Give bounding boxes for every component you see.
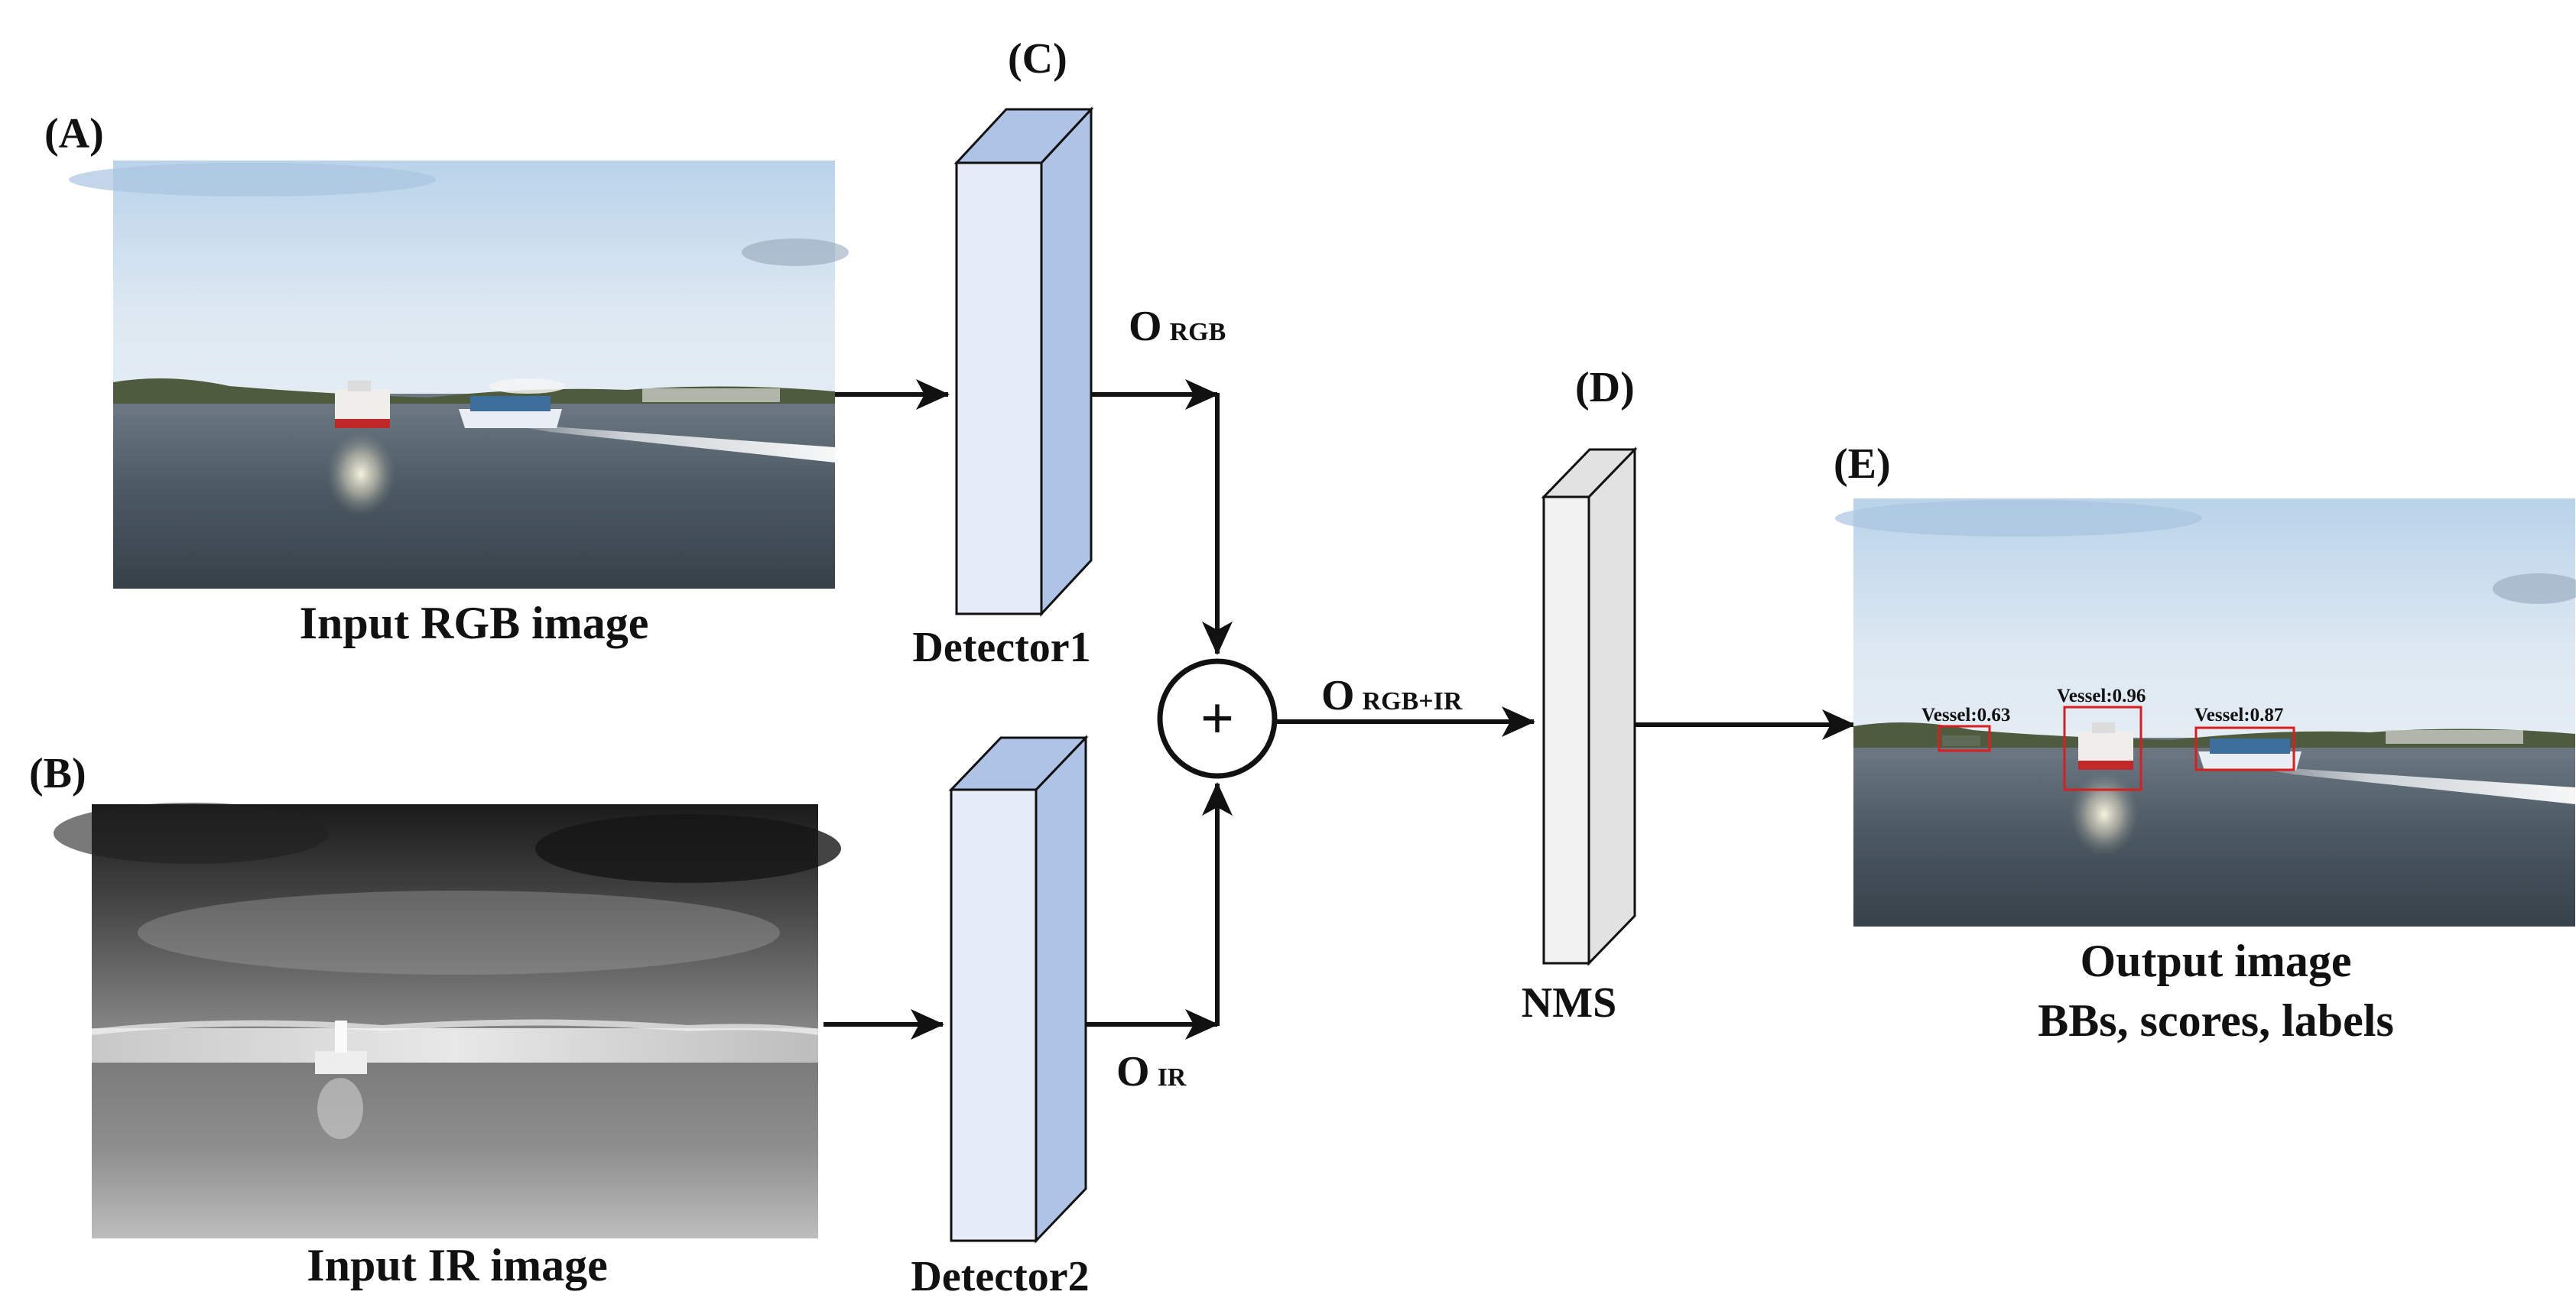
detection-label: Vessel:0.87 [2194,705,2283,725]
white-ship-rgb [459,378,566,428]
detection-label: Vessel:0.96 [2057,686,2146,706]
white-ship-output [2198,738,2302,771]
ir-input-caption: Input IR image [307,1240,607,1290]
fusion-plus-symbol: + [1200,685,1234,751]
detection-label: Vessel:0.63 [1921,705,2010,725]
bounding-box [1938,725,1991,752]
ir-input-image [54,803,841,1238]
detector1-block [953,106,1094,617]
panel-label-e: (E) [1834,440,1891,488]
bounding-box [2194,726,2295,771]
output-image: Vessel:0.63 Vessel:0.96 Vessel:0.87 [1835,498,2576,927]
bounding-box [2063,706,2142,791]
rgb-input-caption: Input RGB image [300,598,649,648]
panel-label-b: (B) [29,750,86,797]
detector1-label: Detector1 [912,624,1090,671]
detector2-block [948,735,1089,1244]
nms-block [1541,446,1638,966]
detector2-label: Detector2 [911,1253,1089,1300]
red-ship-rgb [335,381,390,428]
red-ship-output [2078,722,2133,770]
ship-ir [315,1021,367,1074]
panel-label-c: (C) [1008,35,1067,83]
fusion-node: + [1157,658,1278,779]
rgb-input-image [69,161,849,589]
panel-label-a: (A) [44,110,104,157]
panel-label-d: (D) [1575,364,1635,411]
output-caption-line1: Output image [2080,936,2351,986]
output-caption-line2: BBs, scores, labels [2038,995,2394,1046]
nms-label: NMS [1522,979,1616,1027]
